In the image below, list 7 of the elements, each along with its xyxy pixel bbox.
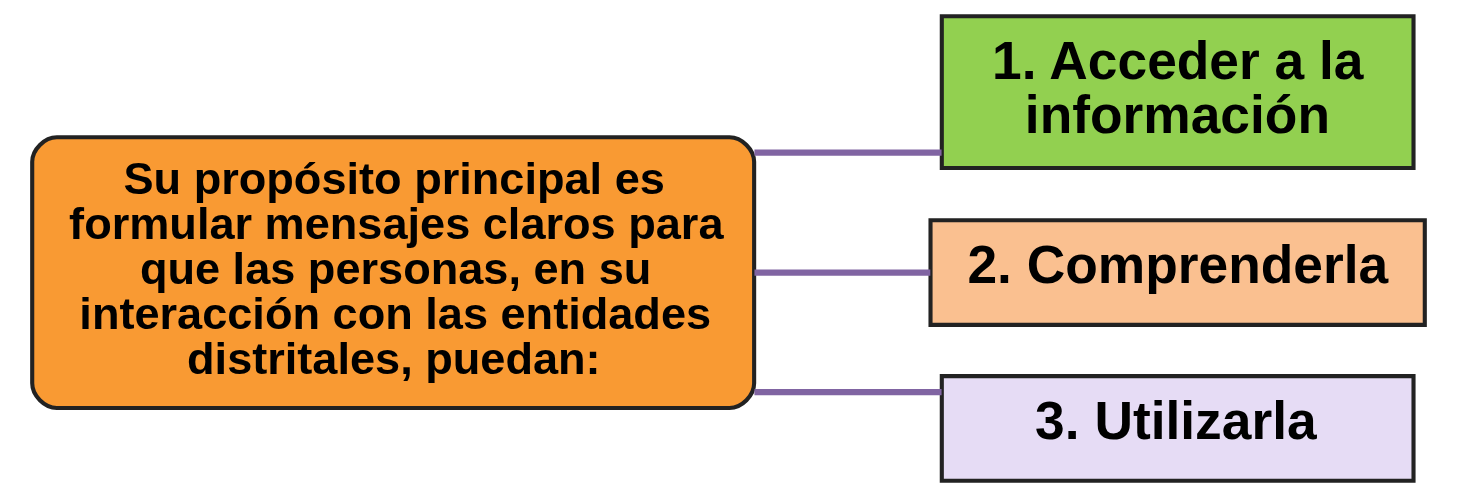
node-box: 1. Acceder a la información (939, 14, 1416, 171)
node-box: 2. Comprenderla (928, 218, 1427, 327)
connector (754, 149, 942, 156)
node-box: 3. Utilizarla (939, 374, 1416, 483)
node-box: Su propósito principal es formular mensajes claros para que las personas, en su interacción con las entidades distritales, puedan: (30, 135, 757, 410)
connector (754, 269, 931, 276)
connector (754, 389, 942, 396)
